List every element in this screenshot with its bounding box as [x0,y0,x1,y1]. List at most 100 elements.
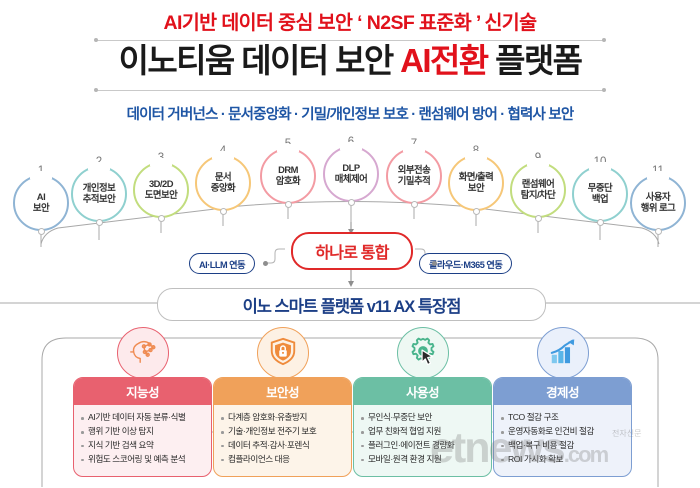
node-bubble-ring-gap [589,162,611,170]
node-bubble-connector-dot [534,214,542,222]
node-bubble-connector-dot [219,207,227,215]
node-bubble-ring-gap [340,142,362,150]
node-bubble-ring-gap [465,151,487,159]
shield-lock-icon [268,336,298,371]
feature-card-list-item: 업무 친화적 협업 지원 [361,425,487,439]
node-bubble-connector-dot [347,198,355,206]
page-title: 이노티움 데이터 보안 AI전환 플랫폼 [0,42,700,80]
feature-card-list-item: 백업·복구 비용 절감 [501,439,627,453]
node-bubble-connector-dot [157,214,165,222]
node-bubble-connector-dot [95,218,103,226]
left-pill-joint-dot [263,261,268,266]
header-rule-top [96,40,604,41]
node-bubble-connector-dot [596,218,604,226]
platform-title-bar[interactable]: 이노 스마트 플랫폼 v11 AX 특장점 [157,288,546,321]
feature-card-title: 지능성 [74,378,211,405]
feature-card-list-item: 운영자동화로 인건비 절감 [501,425,627,439]
node-bubble-connector-dot [284,200,292,208]
integration-badge-cloud-m365[interactable]: 클라우드·M365 연동 [419,253,513,274]
gear-cursor-icon [408,336,438,371]
node-bubble-ring-gap [212,151,234,159]
feature-card-list-item: 행위 기반 이상 탐지 [81,425,207,439]
card-icon-circle-보안성 [257,327,309,379]
hub-badge[interactable]: 하나로 통합 [291,232,413,270]
node-bubble-connector-dot [37,227,45,235]
header-rule-bottom [96,90,604,91]
watermark-korean: 전자신문 [612,429,642,438]
bar-chart-growth-icon [548,336,578,371]
header-rule-bottom-dot-left [94,88,98,92]
node-bubble-ring-gap [277,144,299,152]
feature-card-list-item: ROI 가시화 확보 [501,453,627,467]
page-title-pre: 이노티움 데이터 보안 [118,42,401,79]
header-rule-top-dot-left [94,38,98,42]
node-bubble-ring-gap [527,158,549,166]
card-icon-circle-지능성 [117,327,169,379]
feature-card-list-item: 컴플라이언스 대응 [221,453,347,467]
header-kicker: AI기반 데이터 중심 보안 ‘ N2SF 표준화 ’ 신기술 [163,12,538,34]
right-pill-joint-dot [432,261,437,266]
feature-card-list-item: 무인식·무중단 보안 [361,411,487,425]
integration-badge-ai-llm[interactable]: AI·LLM 연동 [189,253,256,274]
node-bubble-connector-dot [410,200,418,208]
feature-card-title: 사용성 [354,378,491,405]
feature-card-list-item: AI기반 데이터 자동 분류·식별 [81,411,207,425]
feature-card-title: 경제성 [494,378,631,405]
node-bubble-connector-dot [654,227,662,235]
card-icon-circle-경제성 [537,327,589,379]
node-bubble-connector-dot [472,207,480,215]
brain-head-icon [128,336,158,371]
node-bubble-ring-gap [30,171,52,179]
feature-card-list-item: 지식 기반 검색 요약 [81,439,207,453]
node-bubble-ring-gap [150,158,172,166]
feature-card-list-item: 모바일·원격 환경 지원 [361,453,487,467]
feature-card-list-item: 기술·개인정보 전주기 보호 [221,425,347,439]
feature-card-list-item: 데이터 추적·감사·포렌식 [221,439,347,453]
node-bubble-ring-gap [647,171,669,179]
page-title-post: 플랫폼 [487,42,583,79]
node-bubble-ring-gap [403,144,425,152]
feature-card-list-item: 위험도 스코어링 및 예측 분석 [81,453,207,467]
node-bubble-ring-gap [88,162,110,170]
header-subtitle: 데이터 거버넌스 · 문서중앙화 · 기밀/개인정보 보호 · 랜섬웨어 방어 … [126,107,575,123]
feature-card-list-item: 플러그인·에이전트 경량화 [361,439,487,453]
header-rule-top-dot-right [602,38,606,42]
page-title-accent: AI전환 [400,42,489,79]
feature-card-title: 보안성 [214,378,351,405]
